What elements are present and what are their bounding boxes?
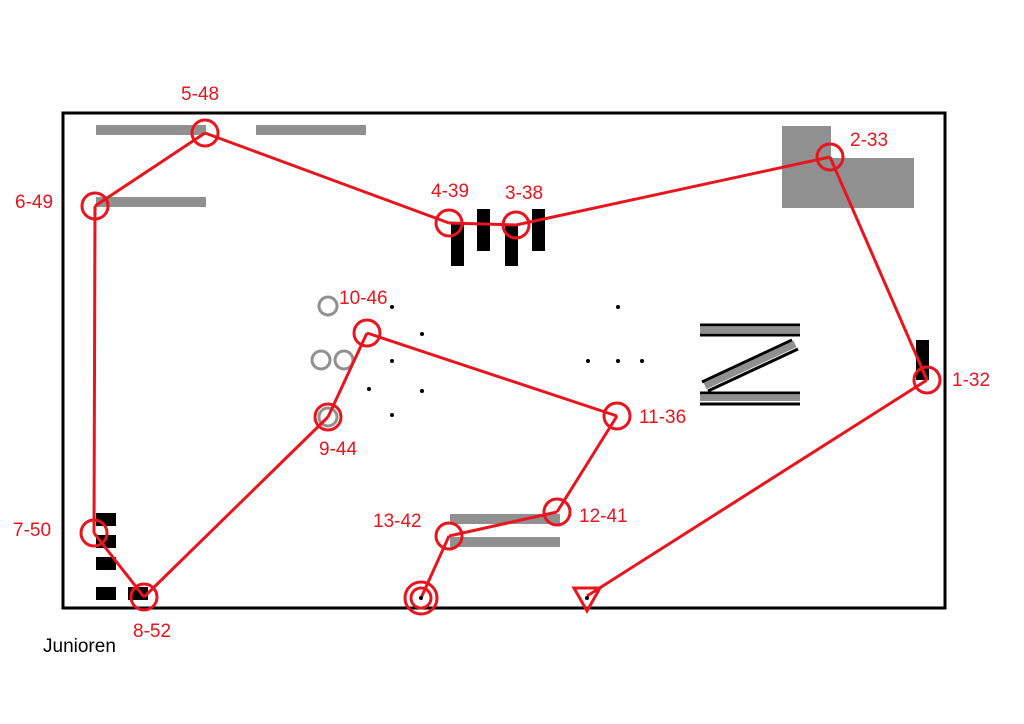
start-triangle [571,586,603,615]
black-post [477,209,490,251]
route-leg [94,131,206,208]
control-circle [542,497,572,527]
grey-block [831,158,914,208]
grey-circle [310,349,332,371]
control-label: 11-36 [639,407,686,428]
grey-circle [317,295,339,317]
route-leg [92,205,97,534]
route-leg [586,378,928,598]
finish-double-circle [403,580,439,616]
control-circle [912,365,942,395]
dot [420,389,424,393]
grey-bar [450,514,560,524]
category-label: Junioren [43,636,116,657]
control-circle [79,518,109,548]
route-leg [326,332,369,418]
grey-bar [450,537,560,547]
control-label: 2-33 [850,130,888,151]
route-leg [448,221,517,227]
control-circle [190,118,220,148]
control-label: 5-48 [181,84,219,105]
control-label: 12-41 [579,506,628,527]
route-leg [142,415,330,599]
dot [616,359,620,363]
route-leg [204,131,450,225]
route-leg [555,415,619,513]
route-leg [515,155,831,227]
control-circle [815,142,845,172]
map-frame [61,111,947,610]
control-label: 4-39 [431,181,469,202]
black-post [532,209,545,251]
black-block [96,557,116,570]
dot [616,305,620,309]
dot [367,387,371,391]
grey-bar [256,125,366,135]
grey-circle [317,406,339,428]
control-label: 1-32 [952,370,990,391]
dot [390,413,394,417]
route-leg [448,510,558,538]
control-circle [602,401,632,431]
control-circle [352,318,382,348]
dot [640,359,644,363]
control-label: 8-52 [133,621,171,642]
dot [586,359,590,363]
dot-markers [367,305,644,417]
control-circle [80,191,110,221]
grey-bar [96,197,206,207]
dot [390,359,394,363]
black-post [451,224,464,266]
control-label: 3-38 [505,183,543,204]
control-label: 6-49 [15,192,53,213]
dot [390,305,394,309]
grey-bar [96,125,206,135]
control-label: 13-42 [373,511,422,532]
control-label: 7-50 [13,520,51,541]
control-label: 10-46 [339,288,388,309]
controls-layer: 1-32 2-33 3-38 4-39 5-48 6-49 7-50 8-52 9-44 10-4… [13,84,990,642]
black-block [96,587,116,600]
control-label: 9-44 [319,439,357,460]
z-obstacle [700,323,800,406]
dot [420,332,424,336]
control-circle [434,208,464,238]
control-circle [129,582,159,612]
control-circle [313,402,343,432]
route-leg [828,156,929,381]
black-post [505,224,518,266]
route-leg [366,331,618,418]
control-circle [501,210,531,240]
control-circle [434,521,464,551]
